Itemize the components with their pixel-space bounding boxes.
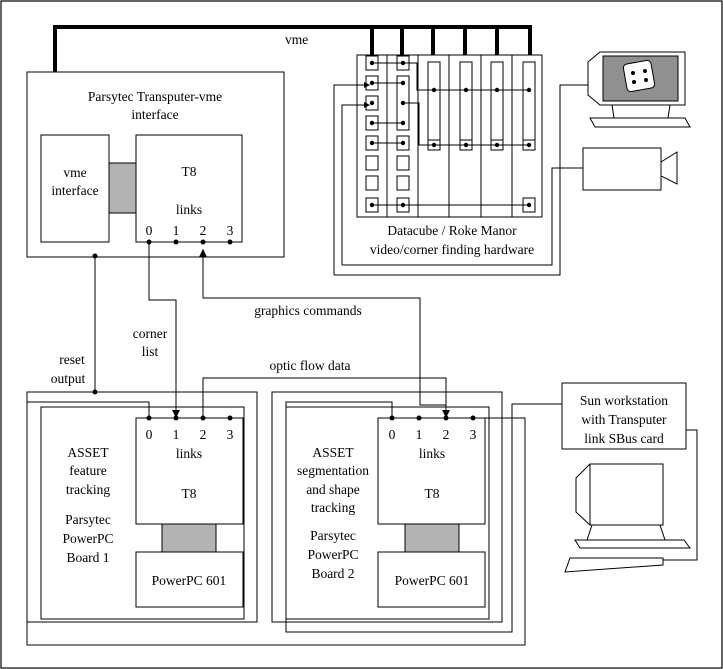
board-1-board-line1: Parsytec: [65, 512, 111, 527]
transputer-vme-interface: Parsytec Transputer-vme interface vme in…: [26, 71, 285, 258]
board-2-cpu-box: [377, 551, 486, 608]
sun-cable-line: [660, 429, 698, 561]
board-2-app-line3: and shape: [306, 482, 360, 497]
vme-bus-label: vme: [285, 32, 308, 47]
datacube-hardware: [333, 54, 543, 275]
board-1-app-line1: ASSET: [67, 445, 109, 460]
t8-box: [135, 134, 243, 243]
sun-workstation-box: [561, 382, 687, 450]
workstation-computer-icon: [564, 463, 691, 573]
board-2-t8-box: [377, 417, 486, 525]
datacube-dots: [369, 60, 532, 208]
camera-icon: [582, 147, 678, 191]
monitor-icon: [587, 51, 691, 128]
board-1-links-label: links: [176, 446, 202, 461]
board-2-link-2: 2: [443, 427, 450, 442]
link-dots: [146, 239, 233, 245]
board-loop-line: [26, 401, 526, 646]
link-number-0: 0: [146, 223, 153, 238]
optic-flow-data-label: optic flow data: [270, 358, 351, 373]
board-1-board-line2: PowerPC: [62, 531, 113, 546]
interface-title-line2: interface: [131, 107, 178, 122]
board-1-link-3: 3: [227, 427, 234, 442]
board-2-link-3: 3: [470, 427, 477, 442]
board-1-link-2: 2: [200, 427, 207, 442]
corner-list-line: [148, 242, 177, 414]
board-2-app-line4: tracking: [311, 500, 355, 515]
board-1-t8-label: T8: [182, 486, 197, 501]
corner-list-label-line1: corner: [133, 326, 168, 341]
arrowheads: [92, 249, 450, 418]
links-label: links: [176, 202, 202, 217]
sun-link-line: [285, 401, 562, 633]
board-2-connector: [404, 523, 460, 553]
link-number-2: 2: [200, 223, 207, 238]
graphics-commands-label: graphics commands: [254, 303, 362, 318]
optic-flow-line: [202, 377, 447, 418]
corner-list-label-line2: list: [142, 344, 159, 359]
board-1-app-line3: tracking: [66, 482, 110, 497]
sun-workstation: Sun workstation with Transputer link SBu…: [561, 382, 687, 450]
board-2-board-line3: Board 2: [311, 566, 354, 581]
board-1: PowerPC 601 T8 links 0 1 2 3 ASSET featu…: [26, 391, 258, 623]
vme-interface-label-line2: interface: [51, 183, 98, 198]
datacube-caption-line1: Datacube / Roke Manor: [387, 223, 517, 238]
link-number-1: 1: [173, 223, 180, 238]
board-2-link-0: 0: [389, 427, 396, 442]
interface-connector: [108, 162, 137, 214]
board-2-t8-label: T8: [425, 486, 440, 501]
board-1-t8-box: [135, 417, 244, 525]
reset-output-label-line1: reset: [59, 352, 85, 367]
link-number-3: 3: [227, 223, 234, 238]
board-1-link-1: 1: [173, 427, 180, 442]
interface-title-line1: Parsytec Transputer-vme: [88, 89, 222, 104]
board-1-connector: [161, 523, 217, 553]
board-2-board-line1: Parsytec: [310, 528, 356, 543]
board-1-link-0: 0: [146, 427, 153, 442]
sun-line2: with Transputer: [581, 412, 667, 427]
vme-interface-box: [40, 134, 110, 243]
datacube-caption-line2: video/corner finding hardware: [370, 242, 534, 257]
board-2-links-label: links: [419, 446, 445, 461]
board-1-cpu-label: PowerPC 601: [152, 573, 227, 588]
board-2-link-1: 1: [416, 427, 423, 442]
board-1-board-line3: Board 1: [66, 550, 109, 565]
sun-line1: Sun workstation: [580, 393, 668, 408]
board-1-app-line2: feature: [69, 463, 106, 478]
link-connections: [26, 242, 698, 646]
sun-line3: link SBus card: [584, 431, 664, 446]
board-2-app-line2: segmentation: [297, 463, 369, 478]
reset-output-label-line2: output: [51, 371, 86, 386]
board-2-app-line1: ASSET: [312, 445, 354, 460]
board-1-cpu-box: [135, 551, 244, 608]
t8-label: T8: [182, 164, 197, 179]
board-2-cpu-label: PowerPC 601: [395, 573, 470, 588]
vme-interface-label-line1: vme: [63, 165, 86, 180]
board-2-board-line2: PowerPC: [307, 547, 358, 562]
board-2: PowerPC 601 T8 links 0 1 2 3 ASSET segme…: [271, 391, 503, 623]
video-connections: [334, 84, 588, 276]
